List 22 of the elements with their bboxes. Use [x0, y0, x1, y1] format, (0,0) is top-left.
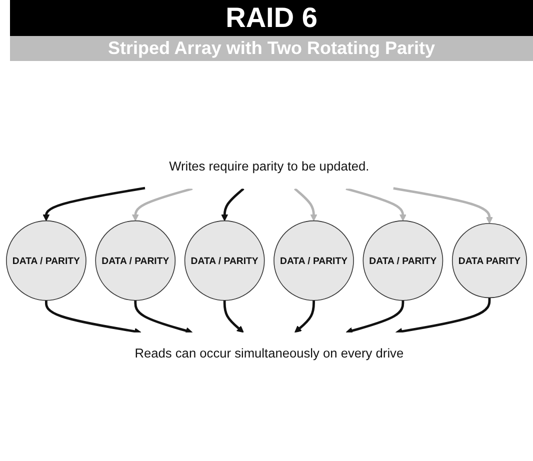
node-circle [95, 220, 176, 302]
node-circle [362, 220, 444, 302]
arrow [134, 300, 193, 335]
node-text: Writes require parity to be updated. [169, 160, 370, 174]
arrow [132, 188, 193, 222]
arrow [45, 300, 142, 336]
arrow [223, 300, 244, 334]
arrow [393, 188, 493, 224]
arrow [346, 300, 404, 335]
arrow [346, 188, 406, 222]
arrow [294, 188, 318, 222]
node-circle [6, 220, 86, 302]
node-circle [184, 220, 265, 302]
arrow [42, 187, 146, 222]
subtitle-banner: Striped Array with Two Rotating Parity [10, 36, 533, 61]
node-circle [274, 220, 354, 302]
node-circle [452, 223, 527, 299]
arrow [221, 188, 244, 222]
raid-diagram: Writes require parity to be updated. DATA / PARITY DATA / PARITY DATA / PARITY DATA / PARITY DATA / PARITY DATA PARITY Reads can occur simultaneously on every drive [0, 139, 533, 383]
arrow [395, 298, 491, 336]
title-banner: RAID 6 [10, 0, 533, 36]
arrow [294, 300, 315, 334]
